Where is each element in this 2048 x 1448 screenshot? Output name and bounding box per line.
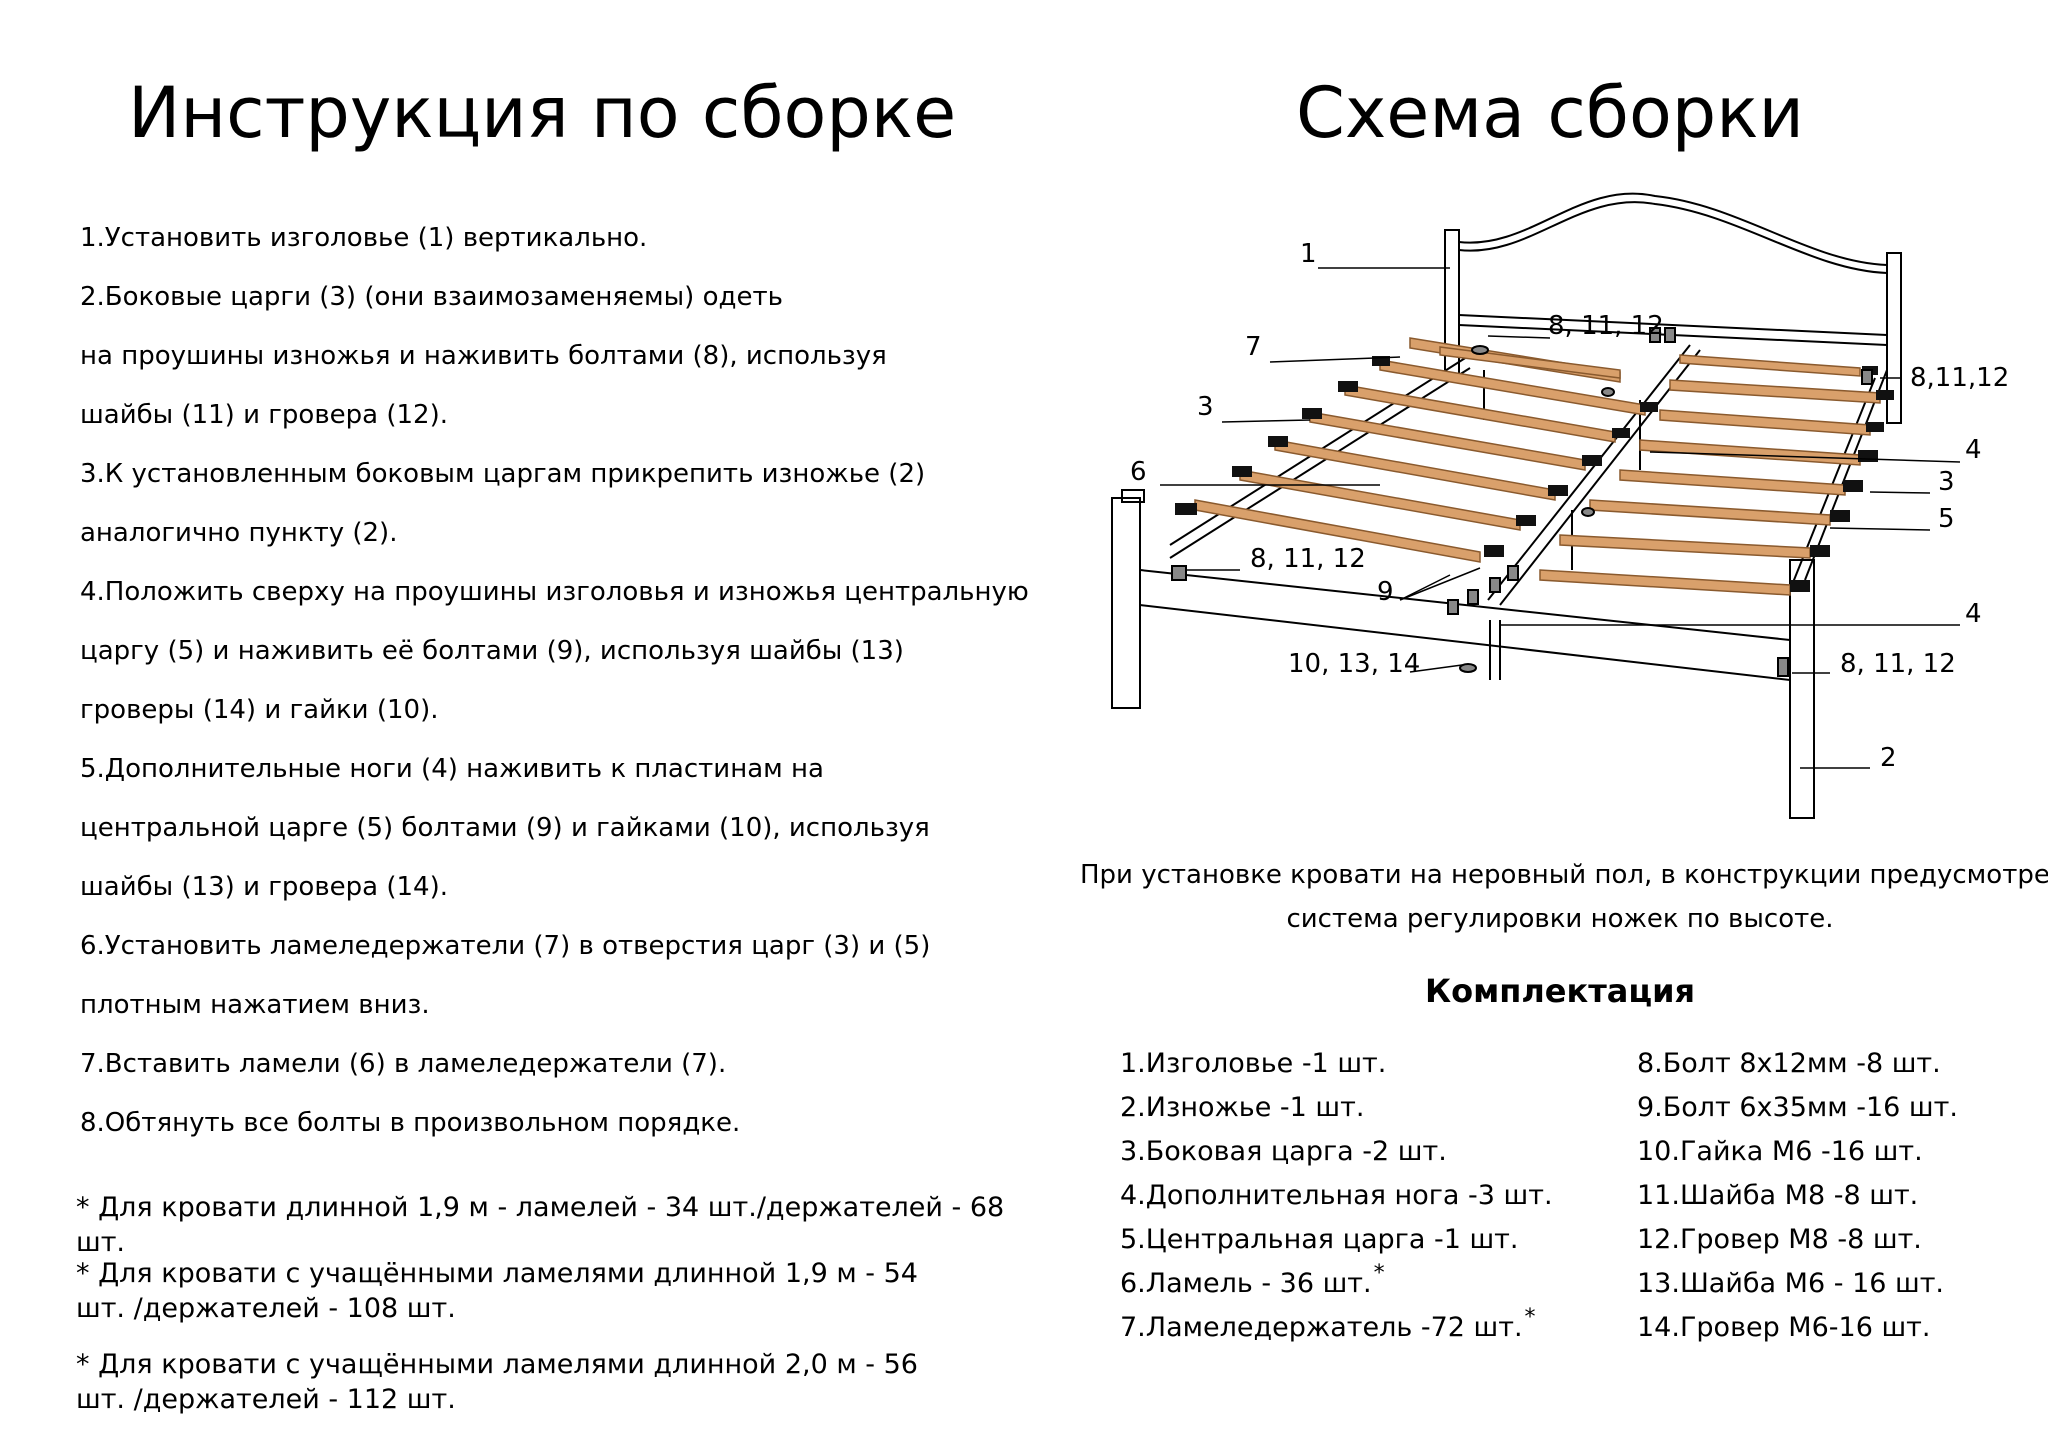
label-8c: 8, 11, 12 xyxy=(1250,544,1366,574)
footnote: * Для кровати длинной 1,9 м - ламелей - … xyxy=(76,1192,1005,1258)
label-7: 7 xyxy=(1245,332,1262,362)
kit-item: 8.Болт 8х12мм -8 шт. xyxy=(1637,1048,1941,1079)
adjustment-note-line1: При установке кровати на неровный пол, в… xyxy=(1080,860,2048,890)
kit-title: Комплектация xyxy=(1424,972,1696,1010)
step-line: на проушины изножья и наживить болтами (… xyxy=(80,341,887,371)
step-line: 4.Положить сверху на проушины изголовья … xyxy=(80,577,1029,607)
step-line: 6.Установить ламеледержатели (7) в отвер… xyxy=(80,931,931,961)
kit-item: 7.Ламеледержатель -72 шт.* xyxy=(1120,1305,1536,1343)
step-line: шайбы (11) и гровера (12). xyxy=(80,400,448,430)
step-line: 7.Вставить ламели (6) в ламеледержатели … xyxy=(80,1049,727,1079)
step-line: аналогично пункту (2). xyxy=(80,518,398,548)
step-line: 1.Установить изголовье (1) вертикально. xyxy=(80,223,648,253)
kit-item: 13.Шайба М6 - 16 шт. xyxy=(1637,1268,1945,1299)
step-line: центральной царге (5) болтами (9) и гайк… xyxy=(80,813,930,843)
kit-item: 5.Центральная царга -1 шт. xyxy=(1120,1224,1519,1255)
label-8b: 8,11,12 xyxy=(1910,363,2009,393)
footnote: * Для кровати с учащёнными ламелями длин… xyxy=(76,1349,918,1415)
label-5: 5 xyxy=(1938,504,1955,534)
step-line: гроверы (14) и гайки (10). xyxy=(80,695,439,725)
label-8a: 8, 11, 12 xyxy=(1548,311,1664,341)
kit-item: 2.Изножье -1 шт. xyxy=(1120,1092,1365,1123)
diagram-labels: 1 7 3 6 8, 11, 12 8,11,12 4 3 5 8, 11, 1… xyxy=(1130,239,2009,773)
adjustment-note-line2: система регулировки ножек по высоте. xyxy=(1286,904,1834,934)
bed-frame-drawing xyxy=(1111,192,1902,819)
label-2: 2 xyxy=(1880,743,1897,773)
leader-lines xyxy=(1160,267,1961,769)
step-line: шайбы (13) и гровера (14). xyxy=(80,872,448,902)
kit-item: 9.Болт 6х35мм -16 шт. xyxy=(1637,1092,1958,1123)
kit-item: 10.Гайка М6 -16 шт. xyxy=(1637,1136,1923,1167)
kit-item: 14.Гровер М6-16 шт. xyxy=(1637,1312,1931,1343)
scheme-title: Схема сборки xyxy=(1296,72,1805,154)
kit-item: 6.Ламель - 36 шт.* xyxy=(1120,1261,1385,1299)
label-4a: 4 xyxy=(1965,435,1982,465)
label-3b: 3 xyxy=(1938,467,1955,497)
label-8d: 8, 11, 12 xyxy=(1840,649,1956,679)
step-line: 5.Дополнительные ноги (4) наживить к пла… xyxy=(80,754,824,784)
label-10: 10, 13, 14 xyxy=(1288,649,1420,679)
footnote: * Для кровати с учащёнными ламелями длин… xyxy=(76,1258,918,1324)
label-9: 9 xyxy=(1377,577,1394,607)
step-line: 2.Боковые царги (3) (они взаимозаменяемы… xyxy=(80,282,783,312)
step-line: 3.К установленным боковым царгам прикреп… xyxy=(80,459,926,489)
label-3a: 3 xyxy=(1197,392,1214,422)
label-6: 6 xyxy=(1130,457,1147,487)
kit-item: 12.Гровер М8 -8 шт. xyxy=(1637,1224,1922,1255)
label-4b: 4 xyxy=(1965,599,1982,629)
step-line: царгу (5) и наживить её болтами (9), исп… xyxy=(80,636,904,666)
kit-item: 1.Изголовье -1 шт. xyxy=(1120,1048,1387,1079)
instructions-title: Инструкция по сборке xyxy=(128,72,957,154)
kit-item: 3.Боковая царга -2 шт. xyxy=(1120,1136,1447,1167)
step-line: 8.Обтянуть все болты в произвольном поря… xyxy=(80,1108,741,1138)
label-1: 1 xyxy=(1300,239,1317,269)
step-line: плотным нажатием вниз. xyxy=(80,990,430,1020)
bolts xyxy=(1171,327,1873,677)
bed-assembly-diagram: 1 7 3 6 8, 11, 12 8,11,12 4 3 5 8, 11, 1… xyxy=(1111,192,2009,819)
kit-item: 4.Дополнительная нога -3 шт. xyxy=(1120,1180,1553,1211)
kit-item: 11.Шайба М8 -8 шт. xyxy=(1637,1180,1919,1211)
